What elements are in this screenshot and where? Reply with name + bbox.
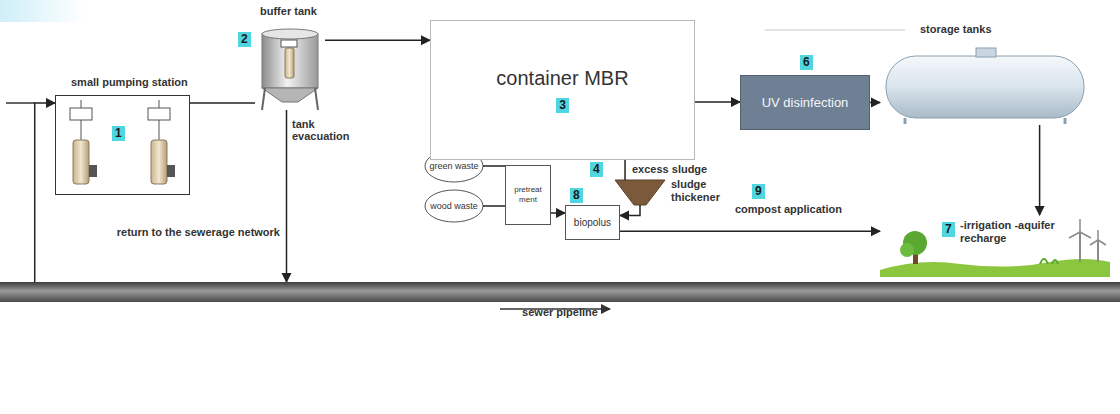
- node-heading: storage tanks: [920, 23, 992, 35]
- node-text: container MBR: [496, 67, 628, 90]
- flow-connector: [483, 165, 505, 167]
- node-heading: buffer tank: [260, 5, 317, 17]
- landscape: [880, 219, 1110, 277]
- thickener-cone: [615, 180, 665, 205]
- node-text: pretreat ment: [506, 185, 550, 205]
- waste-ellipse: [425, 190, 483, 222]
- sludge-thickener: sludge thickener: [615, 180, 665, 205]
- buffer-tank: buffer tank: [255, 25, 325, 110]
- node-heading: -irrigation -aquifer recharge: [960, 219, 1070, 245]
- node-text: biopolus: [574, 217, 611, 228]
- flow-connector: [620, 205, 640, 216]
- flow-connector: [190, 102, 255, 104]
- pump-pair: [70, 100, 175, 184]
- flow-connector: [483, 205, 505, 207]
- pumping-station-box: small pumping station: [55, 95, 190, 195]
- mbr-container: container MBR 3: [430, 20, 695, 160]
- flow-connector: [325, 40, 430, 42]
- flow-connector: [624, 160, 626, 180]
- flow-connector: [695, 101, 740, 103]
- waste-ellipse: green waste: [425, 150, 483, 182]
- callout-number: 8: [570, 188, 583, 203]
- flow-connector: [286, 110, 288, 282]
- rule-line: [765, 30, 905, 31]
- node-heading: sewer pipeline: [0, 306, 1120, 318]
- reuse-ground: -irrigation -aquifer recharge: [880, 215, 1110, 278]
- callout-number: 3: [556, 98, 569, 113]
- callout-number: 4: [590, 162, 603, 177]
- node-text: wood waste: [430, 201, 478, 211]
- callout-number: 1: [112, 126, 125, 141]
- process-label: compost application: [735, 203, 842, 215]
- buffer-tank: [262, 29, 318, 110]
- node-text: green waste: [429, 161, 478, 171]
- process-label: excess sludge: [632, 163, 707, 175]
- sewer-pipeline: sewer pipeline: [0, 282, 1120, 302]
- callout-number: 7: [942, 222, 955, 237]
- flow-connector: [35, 103, 55, 282]
- node-text: UV disinfection: [762, 95, 849, 110]
- callout-number: 2: [238, 32, 251, 47]
- pretreatment-box: pretreat ment: [505, 165, 551, 225]
- waste-ellipse: wood waste: [425, 190, 483, 222]
- callout-number: 6: [800, 55, 813, 70]
- flow-connector: [1039, 125, 1041, 215]
- corner-tab: [0, 0, 85, 22]
- uv-box: UV disinfection: [740, 75, 870, 130]
- storage-tank: [886, 48, 1084, 124]
- process-label: tank evacuation: [292, 118, 362, 142]
- process-label: return to the sewerage network: [110, 226, 280, 238]
- flow-connector: [620, 231, 880, 233]
- node-heading: sludge thickener: [671, 178, 731, 204]
- flow-connector: [870, 102, 880, 104]
- callout-number: 9: [752, 184, 765, 199]
- feed-line: [6, 102, 35, 104]
- flow-connector: [551, 212, 565, 214]
- biopolus-box: biopolus: [565, 205, 620, 240]
- storage-tank: storage tanks: [880, 45, 1090, 125]
- node-heading: small pumping station: [71, 76, 188, 88]
